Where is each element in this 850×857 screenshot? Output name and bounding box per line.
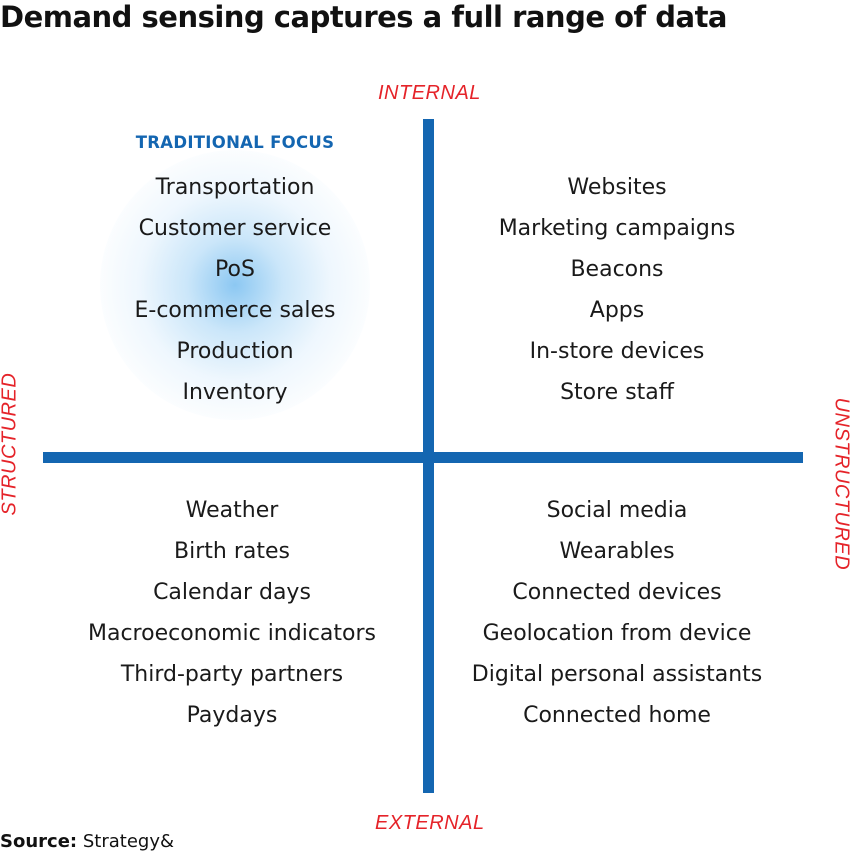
quadrant-item: Connected devices xyxy=(512,580,722,605)
quadrant-item: Beacons xyxy=(570,257,664,282)
quadrant-item: Store staff xyxy=(560,380,674,405)
quadrant-item: In-store devices xyxy=(529,339,705,364)
quadrant-item: Weather xyxy=(185,498,279,523)
quadrant-item: Production xyxy=(176,339,294,364)
quadrant-external-unstructured: Social media Wearables Connected devices… xyxy=(427,490,807,736)
quadrant-item: Apps xyxy=(589,298,645,323)
horizontal-axis-line xyxy=(43,452,803,463)
page-title: Demand sensing captures a full range of … xyxy=(0,0,728,34)
quadrant-item: PoS xyxy=(215,257,255,282)
axis-label-structured: STRUCTURED xyxy=(0,372,21,516)
quadrant-item: Birth rates xyxy=(174,539,290,564)
quadrant-external-structured: Weather Birth rates Calendar days Macroe… xyxy=(42,490,422,736)
source-note: Source: Strategy& xyxy=(0,831,174,852)
quadrant-item: Connected home xyxy=(523,703,711,728)
quadrant-item: Wearables xyxy=(559,539,675,564)
quadrant-item: Marketing campaigns xyxy=(498,216,736,241)
quadrant-item: Calendar days xyxy=(153,580,311,605)
axis-label-unstructured: UNSTRUCTURED xyxy=(830,397,850,571)
source-value: Strategy& xyxy=(82,831,175,852)
axis-label-external: EXTERNAL xyxy=(375,812,485,834)
source-label: Source: xyxy=(0,831,78,852)
traditional-focus-highlight xyxy=(100,150,370,420)
quadrant-item: E-commerce sales xyxy=(134,298,336,323)
axis-label-internal: INTERNAL xyxy=(378,82,481,104)
quadrant-item: Transportation xyxy=(155,175,315,200)
quadrant-internal-unstructured: Websites Marketing campaigns Beacons App… xyxy=(427,167,807,413)
quadrant-item: Websites xyxy=(567,175,667,200)
traditional-focus-label: TRADITIONAL FOCUS xyxy=(135,133,335,152)
quadrant-item: Third-party partners xyxy=(120,662,344,687)
quadrant-internal-structured: Transportation Customer service PoS E-co… xyxy=(45,167,425,413)
quadrant-item: Macroeconomic indicators xyxy=(87,621,376,646)
quadrant-item: Inventory xyxy=(182,380,288,405)
quadrant-item: Social media xyxy=(546,498,688,523)
quadrant-item: Geolocation from device xyxy=(482,621,752,646)
quadrant-item: Paydays xyxy=(186,703,278,728)
quadrant-item: Customer service xyxy=(138,216,332,241)
quadrant-item: Digital personal assistants xyxy=(471,662,763,687)
